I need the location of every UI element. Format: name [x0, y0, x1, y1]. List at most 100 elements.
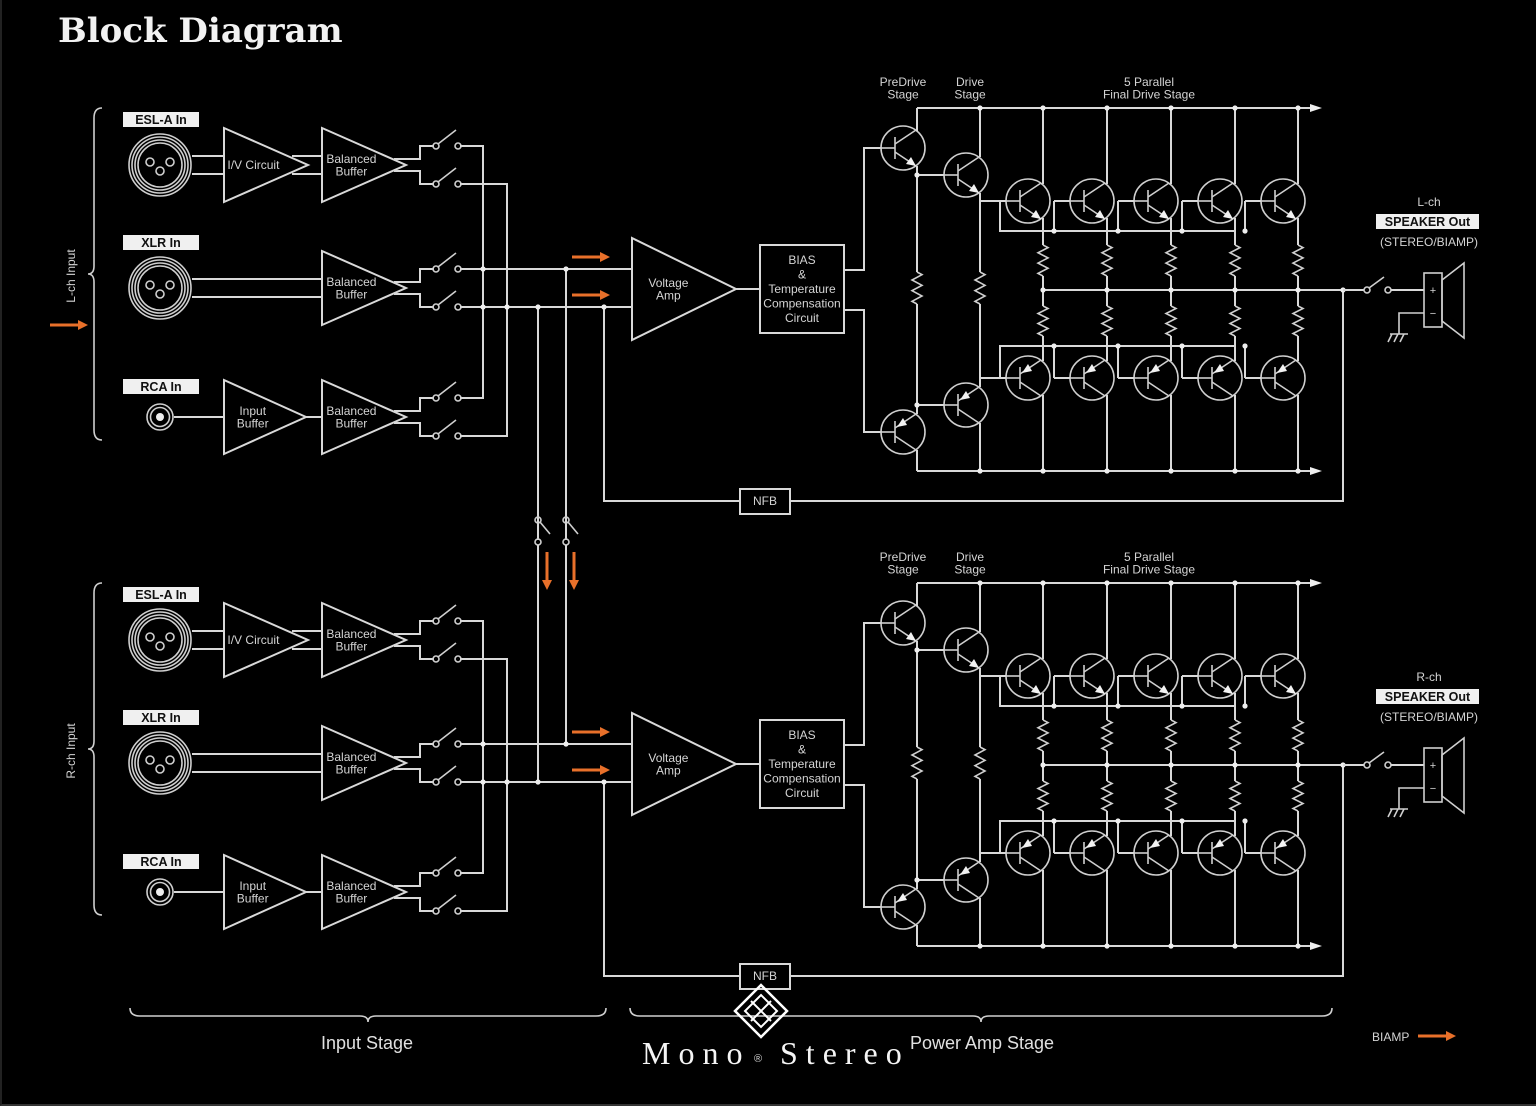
label-box-text: SPEAKER Out — [1385, 215, 1471, 229]
wire — [394, 422, 434, 437]
nfb-return-line — [790, 765, 1344, 977]
emitter-arrow — [960, 866, 970, 875]
junction-dot — [1179, 228, 1185, 234]
emitter-arrow — [1214, 839, 1224, 848]
bias-block-frame — [759, 719, 845, 809]
junction-dot — [480, 266, 486, 272]
connector-pin — [155, 764, 165, 774]
input-select-switch — [432, 642, 462, 663]
junction-dot — [914, 647, 920, 653]
input-select-switch — [432, 419, 462, 440]
biamp-legend-arrow — [1418, 1031, 1456, 1041]
wire — [394, 872, 434, 887]
switch-contact — [432, 869, 440, 877]
junction-dot — [1104, 943, 1110, 949]
transistor-collector — [1211, 657, 1234, 673]
amplifier-triangle — [321, 126, 409, 204]
positive-rail-arrow — [1310, 579, 1322, 587]
final-transistor-pnp — [1069, 830, 1115, 876]
connector-ring — [128, 256, 192, 320]
transistor-collector — [1019, 657, 1042, 673]
predrive-transistor-npn — [880, 600, 926, 646]
bias-upper-link — [844, 622, 882, 746]
transistor-collector — [1211, 182, 1234, 198]
connector-ring — [128, 133, 192, 197]
transistor-emitter — [1274, 856, 1297, 872]
label-box-bg — [123, 710, 199, 725]
final-stage-pair-2 — [1051, 580, 1115, 949]
xlr-connector-icon — [128, 256, 192, 320]
xlr-connector-icon — [128, 731, 192, 795]
ground-hatch — [1393, 333, 1399, 343]
emitter-resistor — [1291, 305, 1305, 337]
final-stage-pair-5 — [1242, 580, 1306, 949]
final-transistor-npn — [1005, 653, 1051, 699]
amplifier-triangle — [321, 853, 409, 931]
connector-ring — [131, 259, 189, 317]
transistor-collector — [1019, 182, 1042, 198]
ground-hatch — [1399, 333, 1405, 343]
label-box-text: SPEAKER Out — [1385, 690, 1471, 704]
connector-pin — [165, 755, 175, 765]
junction-dot — [1295, 105, 1301, 111]
final-transistor-npn — [1260, 178, 1306, 224]
switch-blade — [437, 290, 457, 306]
bias-upper-link — [844, 147, 882, 271]
junction-dot — [601, 304, 607, 310]
final-transistor-pnp — [1069, 355, 1115, 401]
junction-dot — [1040, 943, 1046, 949]
predrive-transistor-npn — [880, 125, 926, 171]
switch-blade — [539, 521, 551, 535]
junction-dot — [977, 580, 983, 586]
biamp-legend-label: BIAMP — [1372, 1030, 1409, 1044]
biamp-arrow-down — [569, 552, 579, 590]
input-select-switch — [432, 604, 462, 625]
label-box-text: XLR In — [141, 236, 181, 250]
junction-dot — [1295, 287, 1301, 293]
junction-dot — [1242, 343, 1248, 349]
final-stage-pair-1 — [1000, 105, 1051, 474]
emitter-resistor — [1291, 780, 1305, 812]
label-box-bg — [123, 587, 199, 602]
power-amp-stage-brace — [629, 1007, 1333, 1023]
final-stage-pair-3 — [1115, 105, 1179, 474]
junction-dot — [1115, 228, 1121, 234]
output-mode-label: (STEREO/BIAMP) — [1380, 710, 1478, 724]
positive-rail-arrow — [1310, 104, 1322, 112]
junction-dot — [977, 105, 983, 111]
switch-contact — [432, 655, 440, 663]
junction-dot — [1242, 228, 1248, 234]
ground-hatch — [1387, 808, 1393, 818]
junction-dot — [1040, 105, 1046, 111]
power-amp-stage-label: Power Amp Stage — [910, 1033, 1054, 1053]
connector-pin — [145, 157, 155, 167]
switch-blade — [437, 604, 457, 620]
transistor-emitter — [1211, 381, 1234, 397]
amplifier-triangle — [223, 126, 311, 204]
emitter-resistor — [1228, 719, 1242, 752]
drive-transistor-npn — [943, 152, 989, 198]
drive-resistor — [973, 271, 987, 305]
arrow-head — [600, 252, 610, 262]
transistor-emitter — [1083, 856, 1106, 872]
connector-label: XLR In — [123, 710, 199, 725]
input-stage-brace — [129, 1007, 607, 1023]
label-box-text: RCA In — [140, 855, 181, 869]
speaker-out-label: SPEAKER Out — [1376, 689, 1479, 704]
final-stage-pair-4 — [1179, 105, 1243, 474]
final-transistor-pnp — [1133, 830, 1179, 876]
connector-ring — [149, 881, 171, 903]
switch-blade — [437, 252, 457, 268]
switch-contact — [562, 516, 570, 524]
emitter-arrow — [1022, 839, 1032, 848]
junction-dot — [1051, 343, 1057, 349]
bias-lower-link — [844, 784, 882, 908]
emitter-resistor — [1036, 719, 1050, 752]
